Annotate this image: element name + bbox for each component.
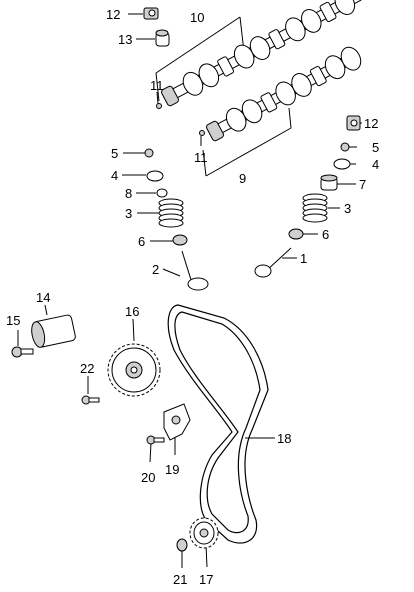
callout-17: 17: [199, 572, 213, 587]
callout-7: 7: [359, 177, 366, 192]
timing-belt-inner: [174, 311, 261, 534]
callout-9: 9: [239, 171, 246, 186]
cap-top: [143, 7, 159, 20]
callout-10: 10: [190, 10, 204, 25]
spring-right: [302, 193, 328, 223]
camshaft-top: [161, 0, 362, 107]
callout-6-left: 6: [138, 234, 145, 249]
callout-4-right: 4: [372, 157, 379, 172]
retainer-left: [146, 170, 164, 182]
seat-left: [156, 188, 168, 198]
callout-16: 16: [125, 304, 139, 319]
callout-19: 19: [165, 462, 179, 477]
callout-8: 8: [125, 186, 132, 201]
callout-11-bottom: 11: [194, 150, 208, 165]
callout-6-right: 6: [322, 227, 329, 242]
callout-5-right: 5: [372, 140, 379, 155]
callout-20: 20: [141, 470, 155, 485]
crank-sprocket: [189, 517, 219, 549]
key-21: [176, 538, 188, 552]
callout-21: 21: [173, 572, 187, 587]
callout-12-right: 12: [364, 116, 378, 131]
dowel-pin-top: [156, 103, 162, 109]
bolt-15: [11, 346, 34, 358]
camshaft-bottom: [206, 46, 362, 142]
tensioner: [31, 314, 76, 348]
bolt-20: [146, 435, 165, 445]
bolt-22: [81, 395, 100, 405]
dowel-pin-bottom: [199, 130, 205, 136]
callout-4-left: 4: [111, 168, 118, 183]
callout-13: 13: [118, 32, 132, 47]
callout-22: 22: [80, 361, 94, 376]
tappet-right: [320, 174, 338, 191]
callout-1: 1: [300, 251, 307, 266]
plug: [155, 29, 170, 47]
timing-belt: [167, 304, 269, 544]
callout-3-right: 3: [344, 201, 351, 216]
valve-right: [254, 247, 292, 278]
callout-numbers: 12 10 13 11 12 5 5 11 4 4 9 7 8 3 3 6 6 …: [6, 7, 379, 587]
callout-18: 18: [277, 431, 291, 446]
valve-left: [181, 250, 209, 291]
callout-12-top: 12: [106, 7, 120, 22]
leader-lines: [17, 13, 362, 568]
callout-15: 15: [6, 313, 20, 328]
callout-5-left: 5: [111, 146, 118, 161]
seal-left: [172, 234, 188, 246]
retainer-right: [333, 158, 351, 170]
cap-right: [346, 115, 361, 131]
callout-3-left: 3: [125, 206, 132, 221]
seal-right: [288, 228, 304, 240]
collet-right: [340, 142, 350, 152]
idler-bracket: [163, 403, 191, 441]
collet-left: [144, 148, 154, 158]
callout-11-top: 11: [150, 78, 164, 93]
spring-left: [158, 198, 184, 228]
cam-sprocket: [107, 343, 161, 397]
callout-2: 2: [152, 262, 159, 277]
callout-14: 14: [36, 290, 50, 305]
